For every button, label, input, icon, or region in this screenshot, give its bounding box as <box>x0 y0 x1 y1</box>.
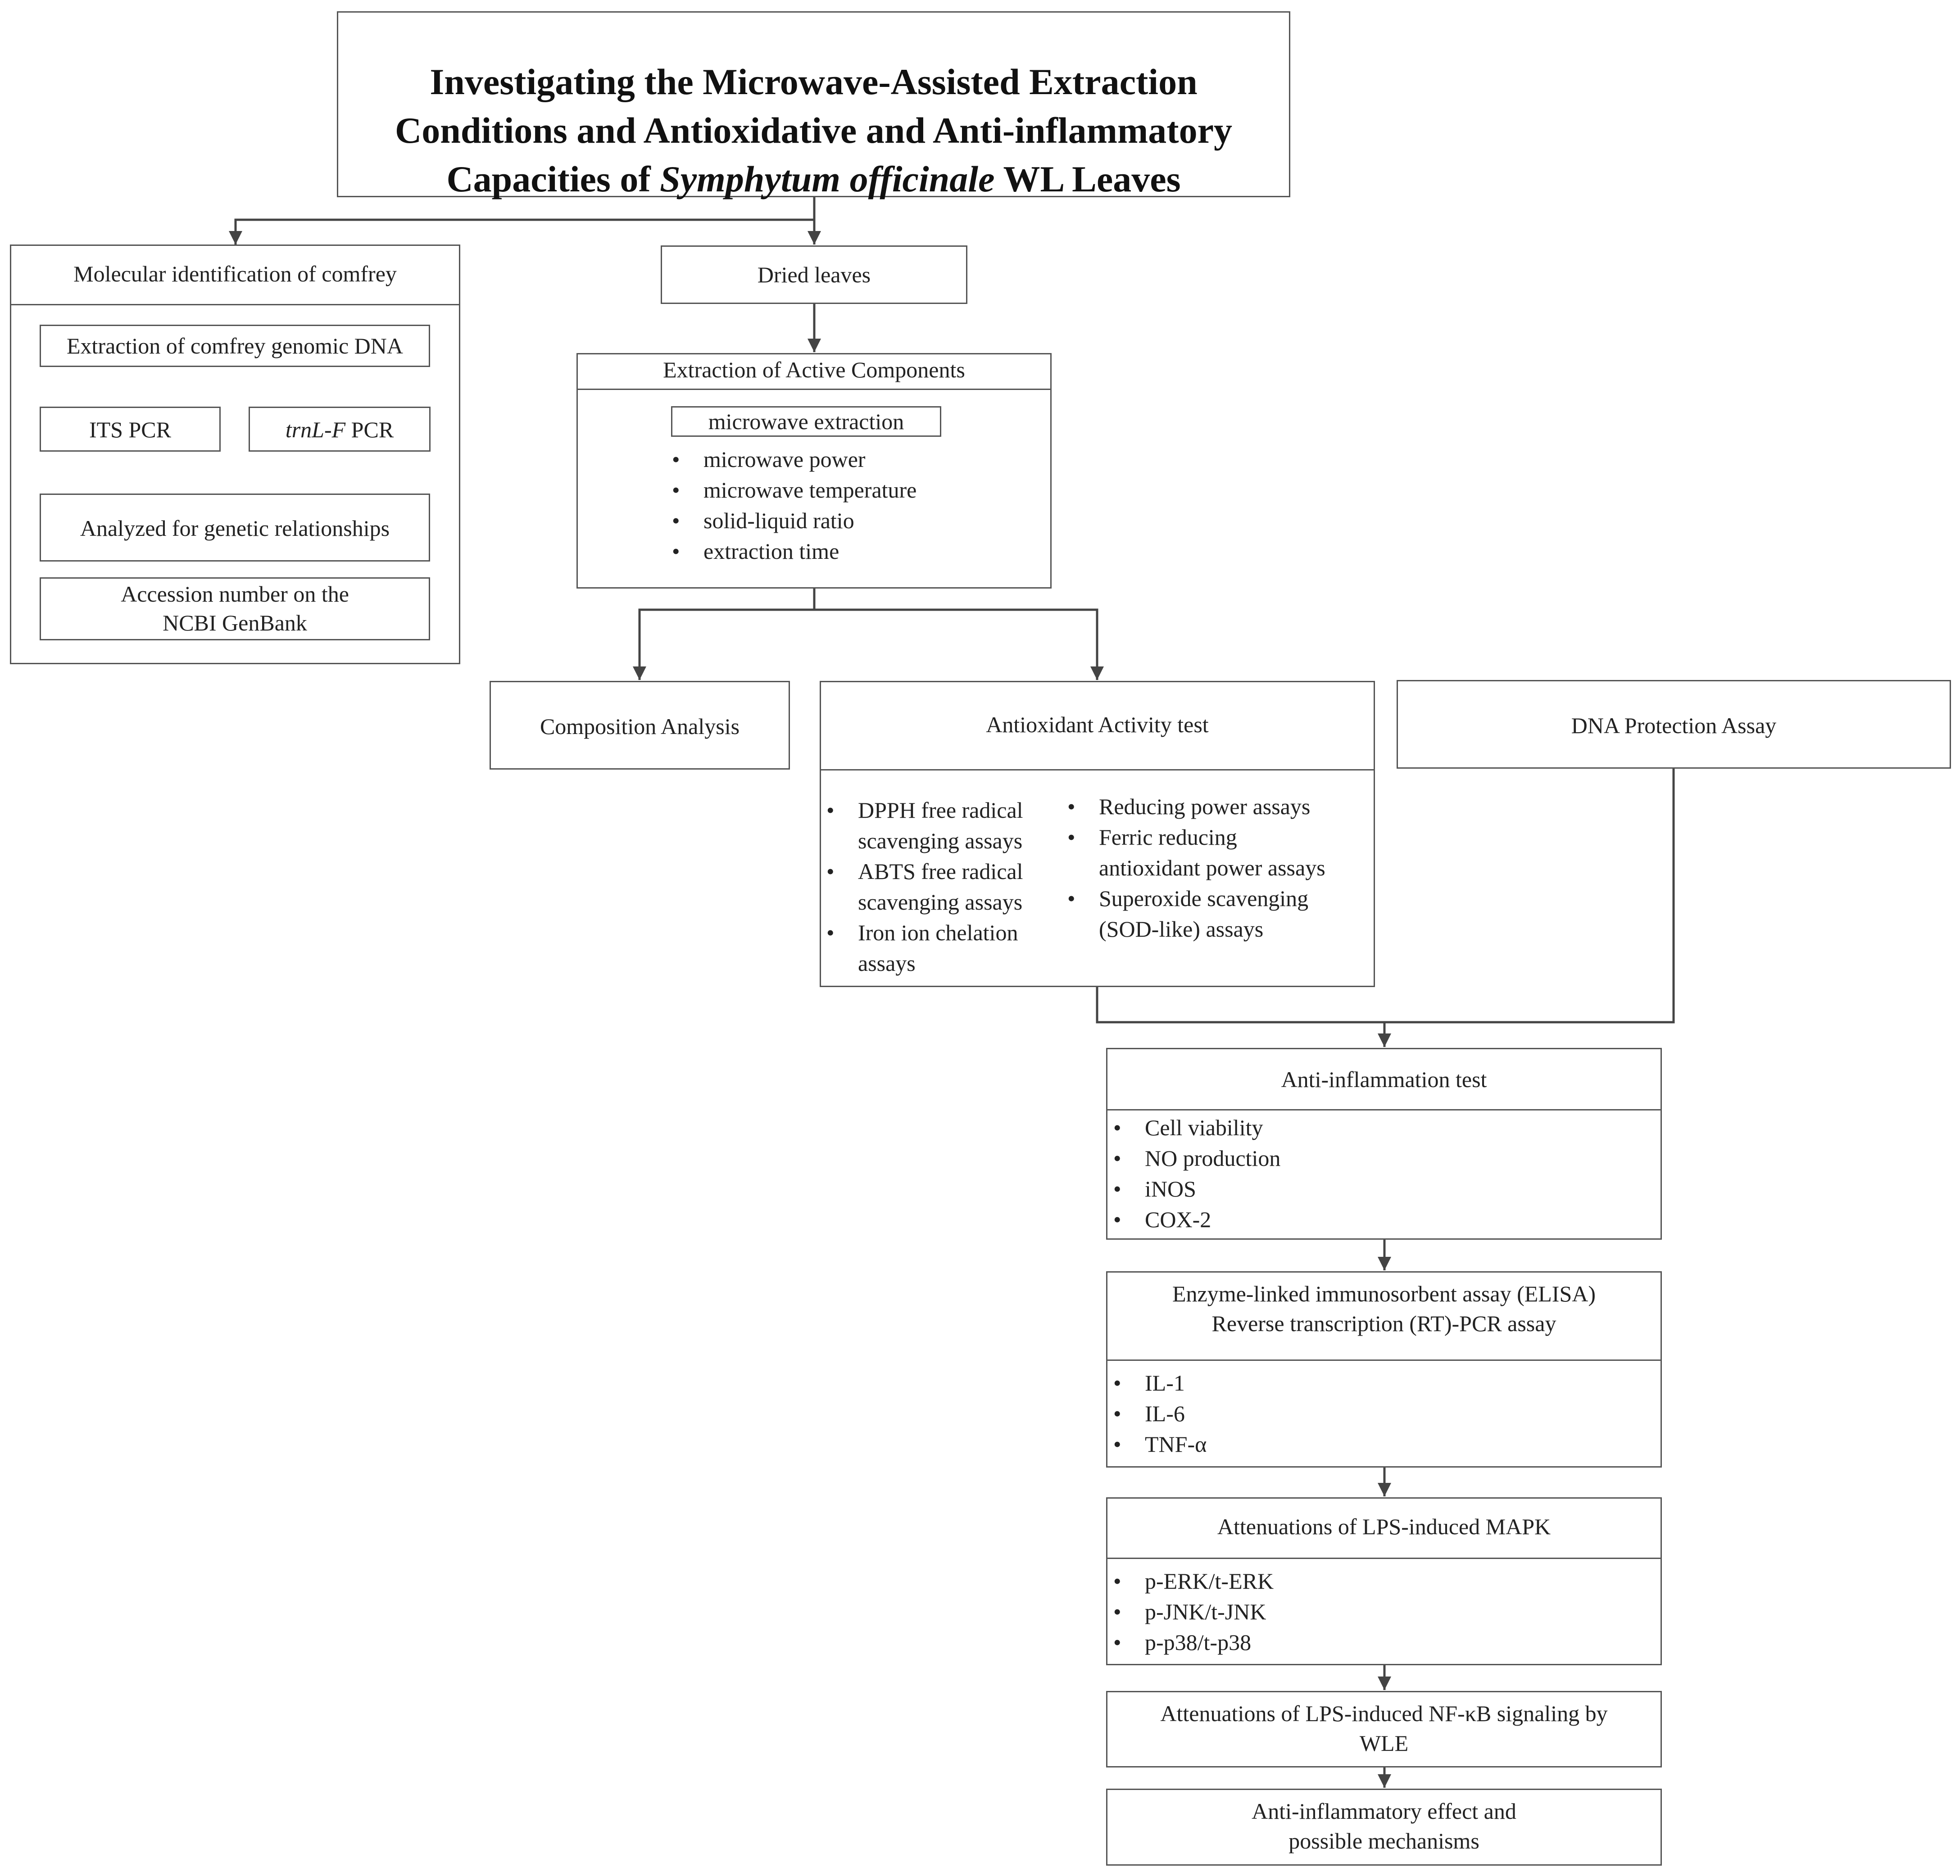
abts-line-2: scavenging assays <box>858 889 1023 915</box>
mapk-item: p-JNK/t-JNK <box>1108 1596 1274 1627</box>
ferric-line-1: Ferric reducing <box>1099 825 1237 850</box>
its-pcr-box: ITS PCR <box>40 407 221 452</box>
title-line-1: Investigating the Microwave-Assisted Ext… <box>430 61 1198 102</box>
antioxidant-item-dpph: DPPH free radical scavenging assays <box>821 795 1023 856</box>
trnl-pcr-box: trnL-F PCR <box>249 407 431 452</box>
genetic-relationship-label: Analyzed for genetic relationships <box>80 516 390 541</box>
cytokine-list: IL-1 IL-6 TNF-α <box>1108 1368 1207 1459</box>
mapk-header: Attenuations of LPS-induced MAPK <box>1217 1514 1551 1539</box>
antioxidant-right-list: Reducing power assays Ferric reducing ant… <box>1062 791 1325 944</box>
superoxide-line-2: (SOD-like) assays <box>1099 916 1264 942</box>
iron-line-1: Iron ion chelation <box>858 920 1018 945</box>
dna-protection-label: DNA Protection Assay <box>1571 713 1777 738</box>
nfkb-box: Attenuations of LPS-induced NF-κB signal… <box>1106 1691 1662 1767</box>
diagram-title: Investigating the Microwave-Assisted Ext… <box>338 58 1289 204</box>
title-line-3-prefix: Capacities of <box>446 159 660 199</box>
cytokine-item: IL-1 <box>1108 1368 1207 1398</box>
extraction-param-item: microwave temperature <box>667 475 916 505</box>
title-line-3-suffix: WL Leaves <box>994 159 1181 199</box>
anti-inflammation-divider <box>1107 1109 1661 1110</box>
elisa-divider <box>1107 1359 1661 1361</box>
extraction-header: Extraction of Active Components <box>663 357 965 382</box>
dna-protection-box: DNA Protection Assay <box>1397 680 1951 769</box>
antioxidant-left-list: DPPH free radical scavenging assays ABTS … <box>821 795 1023 979</box>
dried-leaves-box: Dried leaves <box>661 245 967 304</box>
mapk-item: p-p38/t-p38 <box>1108 1627 1274 1658</box>
accession-line-1: Accession number on the <box>121 581 349 607</box>
accession-line-2: NCBI GenBank <box>163 610 307 635</box>
extraction-to-antioxidant-arrow <box>814 608 1104 680</box>
cytokine-item: IL-6 <box>1108 1398 1207 1429</box>
dried-leaves-label: Dried leaves <box>757 262 871 287</box>
dna-extraction-label: Extraction of comfrey genomic DNA <box>67 333 403 358</box>
its-pcr-label: ITS PCR <box>89 417 171 442</box>
extraction-to-composition-arrow <box>633 608 814 680</box>
elisa-header-line-2: Reverse transcription (RT)-PCR assay <box>1211 1311 1556 1336</box>
mapk-divider <box>1107 1558 1661 1559</box>
iron-line-2: assays <box>858 951 916 976</box>
ferric-line-2: antioxidant power assays <box>1099 855 1325 880</box>
anti-inflammation-item: COX-2 <box>1108 1204 1280 1235</box>
elisa-header-line-1: Enzyme-linked immunosorbent assay (ELISA… <box>1172 1281 1596 1306</box>
title-box: Investigating the Microwave-Assisted Ext… <box>337 11 1290 199</box>
dpph-line-1: DPPH free radical <box>858 798 1023 823</box>
trnl-pcr-label: trnL-F PCR <box>250 414 429 445</box>
trnl-pcr-suffix: PCR <box>345 417 394 442</box>
composition-analysis-box: Composition Analysis <box>490 681 790 770</box>
nfkb-line-1: Attenuations of LPS-induced NF-κB signal… <box>1160 1701 1608 1726</box>
conclusion-line-1: Anti-inflammatory effect and <box>1252 1799 1516 1824</box>
anti-inflammation-item: NO production <box>1108 1143 1280 1174</box>
anti-inflammation-header: Anti-inflammation test <box>1281 1067 1487 1092</box>
antioxidant-item-superoxide: Superoxide scavenging (SOD-like) assays <box>1062 883 1325 944</box>
genetic-relationship-box: Analyzed for genetic relationships <box>40 494 430 562</box>
mapk-list: p-ERK/t-ERK p-JNK/t-JNK p-p38/t-p38 <box>1108 1566 1274 1658</box>
mapk-item: p-ERK/t-ERK <box>1108 1566 1274 1596</box>
microwave-extraction-label: microwave extraction <box>708 409 904 434</box>
accession-box: Accession number on the NCBI GenBank <box>40 577 430 640</box>
molecular-header-divider <box>11 304 459 305</box>
title-line-2: Conditions and Antioxidative and Anti-in… <box>395 110 1232 151</box>
antioxidant-header-divider <box>821 769 1374 770</box>
anti-inflammation-list: Cell viability NO production iNOS COX-2 <box>1108 1112 1280 1235</box>
antioxidant-activity-header: Antioxidant Activity test <box>986 712 1209 737</box>
trnl-gene-name: trnL-F <box>285 417 346 442</box>
anti-inflammation-item: Cell viability <box>1108 1112 1280 1143</box>
superoxide-line-1: Superoxide scavenging <box>1099 886 1309 911</box>
abts-line-1: ABTS free radical <box>858 859 1023 884</box>
cytokine-item: TNF-α <box>1108 1429 1207 1459</box>
antioxidant-item-ferric: Ferric reducing antioxidant power assays <box>1062 822 1325 883</box>
extraction-param-item: extraction time <box>667 536 916 566</box>
extraction-param-item: microwave power <box>667 444 916 475</box>
antioxidant-item-abts: ABTS free radical scavenging assays <box>821 856 1023 917</box>
dna-extraction-box: Extraction of comfrey genomic DNA <box>40 325 430 367</box>
dpph-line-2: scavenging assays <box>858 828 1023 853</box>
microwave-extraction-box: microwave extraction <box>671 406 941 437</box>
title-species-name: Symphytum officinale <box>660 159 995 199</box>
extraction-header-divider <box>578 389 1050 390</box>
nfkb-line-2: WLE <box>1359 1731 1409 1756</box>
antioxidant-item-iron: Iron ion chelation assays <box>821 917 1023 979</box>
conclusion-line-2: possible mechanisms <box>1289 1828 1479 1853</box>
title-to-molecular-arrow <box>229 218 814 245</box>
molecular-identification-header: Molecular identification of comfrey <box>73 261 397 286</box>
anti-inflammation-item: iNOS <box>1108 1174 1280 1204</box>
antioxidant-item-reducing: Reducing power assays <box>1062 791 1325 822</box>
title-line-3: Capacities of Symphytum officinale WL Le… <box>338 155 1289 204</box>
extraction-parameter-list: microwave power microwave temperature so… <box>667 444 916 566</box>
conclusion-box: Anti-inflammatory effect and possible me… <box>1106 1789 1662 1866</box>
extraction-param-item: solid-liquid ratio <box>667 505 916 536</box>
composition-analysis-label: Composition Analysis <box>540 714 740 739</box>
